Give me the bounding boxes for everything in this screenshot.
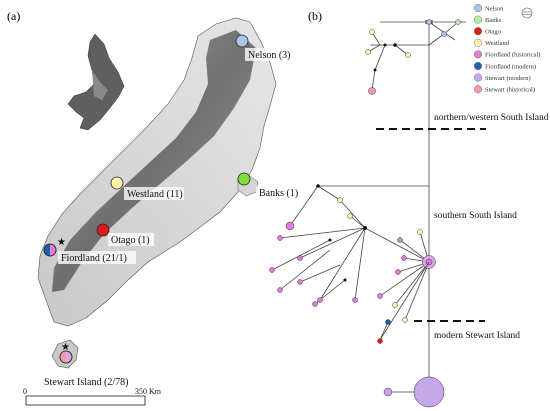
label-northern-western: northern/western South Island <box>434 113 549 123</box>
stewart-cluster <box>377 261 445 408</box>
legend-swatch <box>473 27 483 36</box>
site-marker-fiordland <box>43 243 57 257</box>
site-label-otago: Otago (1) <box>111 235 150 246</box>
scale-end-label: 350 Km <box>135 387 162 396</box>
site-label-fiordland: Fiordland (21/1) <box>61 253 127 264</box>
legend-label: Fiordland (modern) <box>485 63 536 70</box>
network-panel: (b) <box>269 3 549 408</box>
site-label-nelson: Nelson (3) <box>248 50 291 61</box>
site-marker-otago <box>96 223 110 237</box>
label-modern-stewart: modern Stewart Island <box>434 331 520 341</box>
map-panel: (a) ★ ★ Nelson (3) West <box>7 9 298 406</box>
site-marker-banks <box>237 172 251 186</box>
legend-swatch <box>473 38 483 47</box>
legend-swatch <box>473 3 483 13</box>
panel-a-label: (a) <box>7 9 20 23</box>
scale-start-label: 0 <box>23 387 27 396</box>
star-icon: ★ <box>57 237 66 248</box>
panel-b-label: (b) <box>308 9 322 23</box>
scale-bar: 0 350 Km <box>23 387 162 406</box>
stewart-main-haplotype <box>413 376 445 408</box>
site-marker-stewart <box>59 350 73 364</box>
site-marker-nelson <box>235 34 249 48</box>
northern-cluster <box>365 19 461 95</box>
north-island-relief <box>92 70 108 100</box>
star-icon: ★ <box>61 342 70 353</box>
legend-label: Stewart (historical) <box>485 87 535 94</box>
legend-swatch <box>473 85 483 94</box>
site-label-stewart: Stewart Island (2/78) <box>44 377 128 388</box>
southern-cluster <box>269 184 436 321</box>
legend-swatch <box>473 15 483 24</box>
site-label-banks: Banks (1) <box>259 188 298 199</box>
site-label-westland: Westland (11) <box>127 189 183 200</box>
legend-pie-icon <box>521 7 533 19</box>
legend-label: Stewart (modern) <box>485 75 531 82</box>
legend-swatch <box>473 61 483 71</box>
legend-label: Westland <box>485 40 510 47</box>
legend-swatch <box>473 50 483 59</box>
legend-label: Fiordland (historical) <box>485 52 540 59</box>
legend-label: Otago <box>485 29 501 36</box>
label-southern-south-island: southern South Island <box>434 211 517 221</box>
site-marker-westland <box>110 176 124 190</box>
legend-label: Banks <box>485 17 502 24</box>
legend-label: Nelson <box>485 5 504 12</box>
legend-swatch <box>473 73 483 82</box>
